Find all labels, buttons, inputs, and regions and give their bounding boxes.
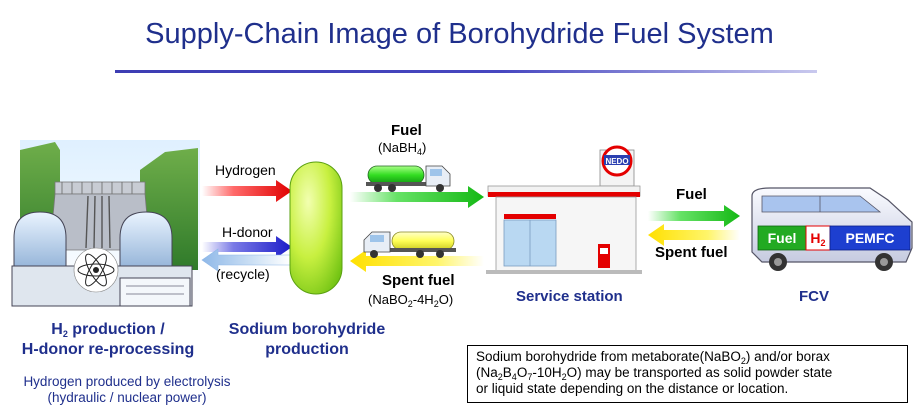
title-underline: [115, 70, 817, 73]
recycle-label: (recycle): [216, 266, 270, 282]
fcv-spent-fuel-label: Spent fuel: [655, 244, 728, 261]
left-sub-caption: Hydrogen produced by electrolysis (hydra…: [0, 374, 254, 406]
service-station-illustration: [486, 145, 642, 274]
left-caption-line2: H-donor re-processing: [21, 341, 195, 358]
left-sub-caption-line1: Hydrogen produced by electrolysis: [23, 374, 231, 389]
hydrogen-label: Hydrogen: [215, 162, 276, 178]
fcv-label: FCV: [799, 288, 829, 305]
power-plant-illustration: [11, 140, 200, 310]
h-donor-arrow: [202, 236, 292, 258]
fcv-van-illustration: [751, 187, 913, 271]
spent-fuel-arrow-to-plant: [350, 250, 484, 272]
spent-fuel-tanker-truck: [363, 231, 456, 258]
fuel-arrow-to-fcv: [648, 205, 740, 227]
fuel-tanker-truck: [366, 165, 451, 192]
page-title: Supply-Chain Image of Borohydride Fuel S…: [145, 18, 774, 50]
service-station-label: Service station: [516, 288, 623, 305]
fcv-h2-chip: H2: [810, 230, 826, 248]
fcv-fuel-chip: Fuel: [767, 230, 797, 246]
h-donor-label: H-donor: [222, 224, 273, 240]
note-line1: Sodium borohydride from metaborate(NaBO2…: [476, 349, 830, 366]
transport-note-box: Sodium borohydride from metaborate(NaBO2…: [467, 345, 908, 403]
spent-fuel-arrow-from-fcv: [648, 224, 740, 246]
atom-icon: [73, 247, 119, 293]
fuel-arrow-to-station: [350, 186, 484, 208]
fuel-label: Fuel: [391, 122, 422, 139]
middle-caption-line2: production: [265, 341, 349, 358]
recycle-arrow: [201, 248, 291, 272]
spent-fuel-formula: (NaBO2-4H2O): [368, 292, 454, 309]
hydrogen-arrow: [202, 180, 292, 202]
borohydride-tank: [289, 161, 343, 295]
left-caption: H2 production / H-donor re-processing: [0, 320, 216, 360]
station-sign-text: NEDO: [605, 157, 628, 166]
note-line2: (Na2B4O7-10H2O) may be transported as so…: [476, 365, 833, 382]
fuel-formula: (NaBH4): [378, 140, 427, 157]
note-line3: or liquid state depending on the distanc…: [476, 381, 789, 396]
middle-caption-line1: Sodium borohydride: [228, 321, 386, 338]
left-sub-caption-line2: (hydraulic / nuclear power): [47, 390, 207, 405]
spent-fuel-label: Spent fuel: [382, 272, 455, 289]
middle-caption: Sodium borohydride production: [212, 320, 402, 360]
fcv-fuel-label: Fuel: [676, 186, 707, 203]
left-caption-line1: H2 production /: [51, 321, 165, 339]
fcv-pemfc-chip: PEMFC: [845, 230, 895, 246]
